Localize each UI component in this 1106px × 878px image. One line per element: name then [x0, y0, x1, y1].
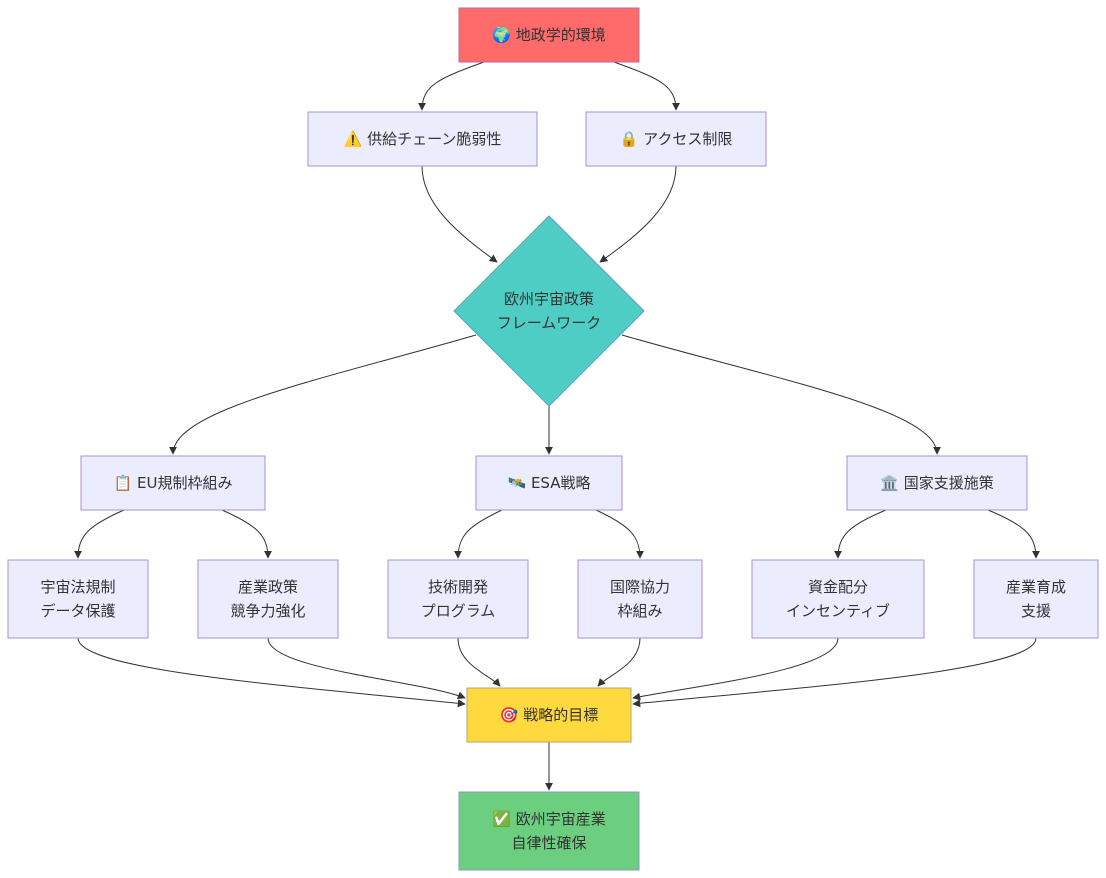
edge-access-to-framework — [599, 165, 677, 263]
node-shape-framework — [453, 215, 645, 407]
edge-national-to-funding — [834, 509, 887, 559]
node-eu: 📋 EU規制枠組み — [80, 455, 266, 511]
node-label-framework-line-2: フレームワーク — [497, 314, 602, 332]
node-shape-funding — [751, 559, 925, 639]
edge-geo-to-access — [613, 61, 680, 111]
node-label-law-line-2: データ保護 — [40, 602, 115, 620]
node-shape-nurture — [973, 559, 1099, 639]
node-national: 🏛️ 国家支援施策 — [846, 455, 1028, 511]
node-icon-autonomy: ✅ — [492, 810, 515, 828]
node-label-national: 🏛️ 国家支援施策 — [880, 474, 993, 492]
node-label-esa: 🛰️ ESA戦略 — [508, 474, 591, 492]
node-label-geo: 🌍 地政学的環境 — [492, 26, 605, 44]
edge-industry-to-goal — [267, 637, 466, 700]
node-shape-industry — [197, 559, 339, 639]
node-icon-national: 🏛️ — [880, 474, 903, 492]
node-shape-supply — [307, 111, 538, 167]
node-label-goal: 🎯 戦略的目標 — [500, 706, 598, 724]
node-shape-tech — [387, 559, 529, 639]
node-icon-eu: 📋 — [114, 474, 137, 492]
node-shape-eu — [80, 455, 266, 511]
nodes: 🌍 地政学的環境 ⚠️ 供給チェーン脆弱性 🔒 アクセス制限欧州宇宙政策フレームワー… — [7, 7, 1099, 871]
node-label-funding-line-2: インセンティブ — [786, 602, 890, 620]
node-label-industry-line-2: 競争力強化 — [230, 602, 305, 620]
node-icon-geo: 🌍 — [492, 26, 515, 44]
node-icon-access: 🔒 — [620, 130, 643, 148]
edge-tech-to-goal — [457, 637, 501, 687]
node-icon-esa: 🛰️ — [508, 474, 531, 492]
node-shape-national — [846, 455, 1028, 511]
edge-national-to-nurture — [987, 509, 1040, 559]
edge-law-to-goal — [77, 637, 466, 708]
node-label-autonomy-line-1: ✅ 欧州宇宙産業 — [492, 810, 605, 828]
node-goal: 🎯 戦略的目標 — [466, 687, 632, 743]
node-shape-law — [7, 559, 149, 639]
node-label-autonomy-line-2: 自律性確保 — [511, 834, 586, 852]
node-label-eu: 📋 EU規制枠組み — [114, 474, 233, 492]
edge-eu-to-industry — [221, 509, 272, 559]
node-label-industry-line-1: 産業政策 — [238, 578, 298, 596]
node-supply: ⚠️ 供給チェーン脆弱性 — [307, 111, 538, 167]
node-label-supply: ⚠️ 供給チェーン脆弱性 — [344, 130, 502, 148]
node-esa: 🛰️ ESA戦略 — [475, 455, 623, 511]
node-label-funding-line-1: 資金配分 — [808, 578, 868, 596]
node-access: 🔒 アクセス制限 — [585, 111, 767, 167]
edge-supply-to-framework — [421, 165, 498, 263]
node-shape-intl — [577, 559, 703, 639]
edge-esa-to-intl — [595, 509, 644, 559]
edge-intl-to-goal — [597, 637, 641, 687]
node-shape-goal — [466, 687, 632, 743]
edge-funding-to-goal — [632, 637, 839, 701]
node-label-nurture-line-1: 産業育成 — [1006, 578, 1066, 596]
node-icon-supply: ⚠️ — [344, 130, 367, 148]
node-label-law-line-1: 宇宙法規制 — [40, 578, 115, 596]
node-geo: 🌍 地政学的環境 — [458, 7, 640, 63]
edge-esa-to-tech — [454, 509, 503, 559]
node-shape-access — [585, 111, 767, 167]
edge-nurture-to-goal — [632, 637, 1037, 708]
node-shape-autonomy — [458, 791, 640, 871]
node-label-intl-line-1: 国際協力 — [610, 578, 670, 596]
node-icon-goal: 🎯 — [500, 706, 523, 724]
node-label-tech-line-2: プログラム — [421, 602, 496, 620]
node-label-framework-line-1: 欧州宇宙政策 — [504, 290, 594, 308]
node-label-nurture-line-2: 支援 — [1021, 602, 1051, 620]
edge-framework-to-national — [621, 334, 941, 455]
edges — [74, 61, 1040, 791]
node-label-tech-line-1: 技術開発 — [428, 578, 488, 596]
node-label-access: 🔒 アクセス制限 — [620, 130, 733, 148]
node-label-intl-line-2: 枠組み — [617, 602, 662, 620]
edge-geo-to-supply — [418, 61, 485, 111]
node-shape-geo — [458, 7, 640, 63]
node-shape-esa — [475, 455, 623, 511]
edge-eu-to-law — [74, 509, 125, 559]
edge-framework-to-eu — [169, 334, 477, 455]
